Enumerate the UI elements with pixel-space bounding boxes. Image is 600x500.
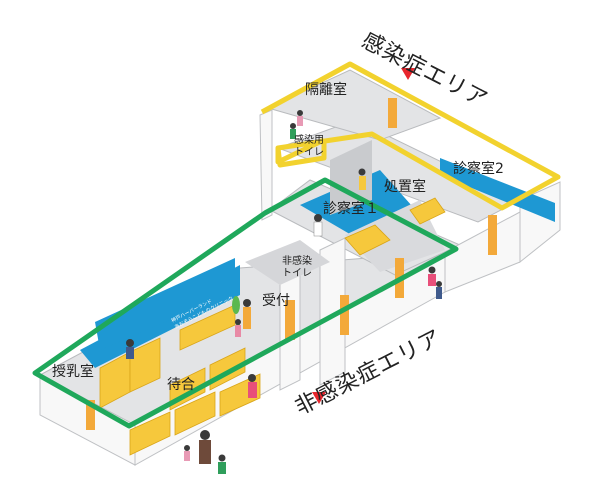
people	[126, 110, 442, 474]
non-infectious-toilet-label: 非感染 トイレ	[282, 256, 312, 279]
treatment-room-label: 処置室	[384, 179, 426, 195]
infectious-zone-inner-outline	[275, 140, 327, 168]
infectious-toilet-label: 感染用 トイレ	[294, 135, 324, 158]
furniture	[99, 197, 446, 456]
exam-room-2-label: 診察室2	[453, 161, 504, 177]
reception-label: 受付	[262, 293, 290, 309]
infectious-zone-marker	[401, 68, 415, 80]
non-infectious-toilet-label-line1: 非感染	[282, 256, 312, 267]
waiting-room-label: 待合	[167, 377, 195, 393]
isolation-room-label: 隔離室	[305, 82, 347, 98]
non-infectious-zone-marker	[312, 392, 326, 404]
nursing-room-label: 授乳室	[52, 364, 94, 380]
non-infectious-zone-outline	[32, 177, 459, 429]
non-infectious-toilet-label-line2: トイレ	[282, 267, 312, 279]
exam-room-1-label: 診察室１	[323, 201, 379, 217]
infectious-toilet-label-line1: 感染用	[294, 135, 324, 146]
infectious-toilet-label-line2: トイレ	[294, 146, 324, 158]
